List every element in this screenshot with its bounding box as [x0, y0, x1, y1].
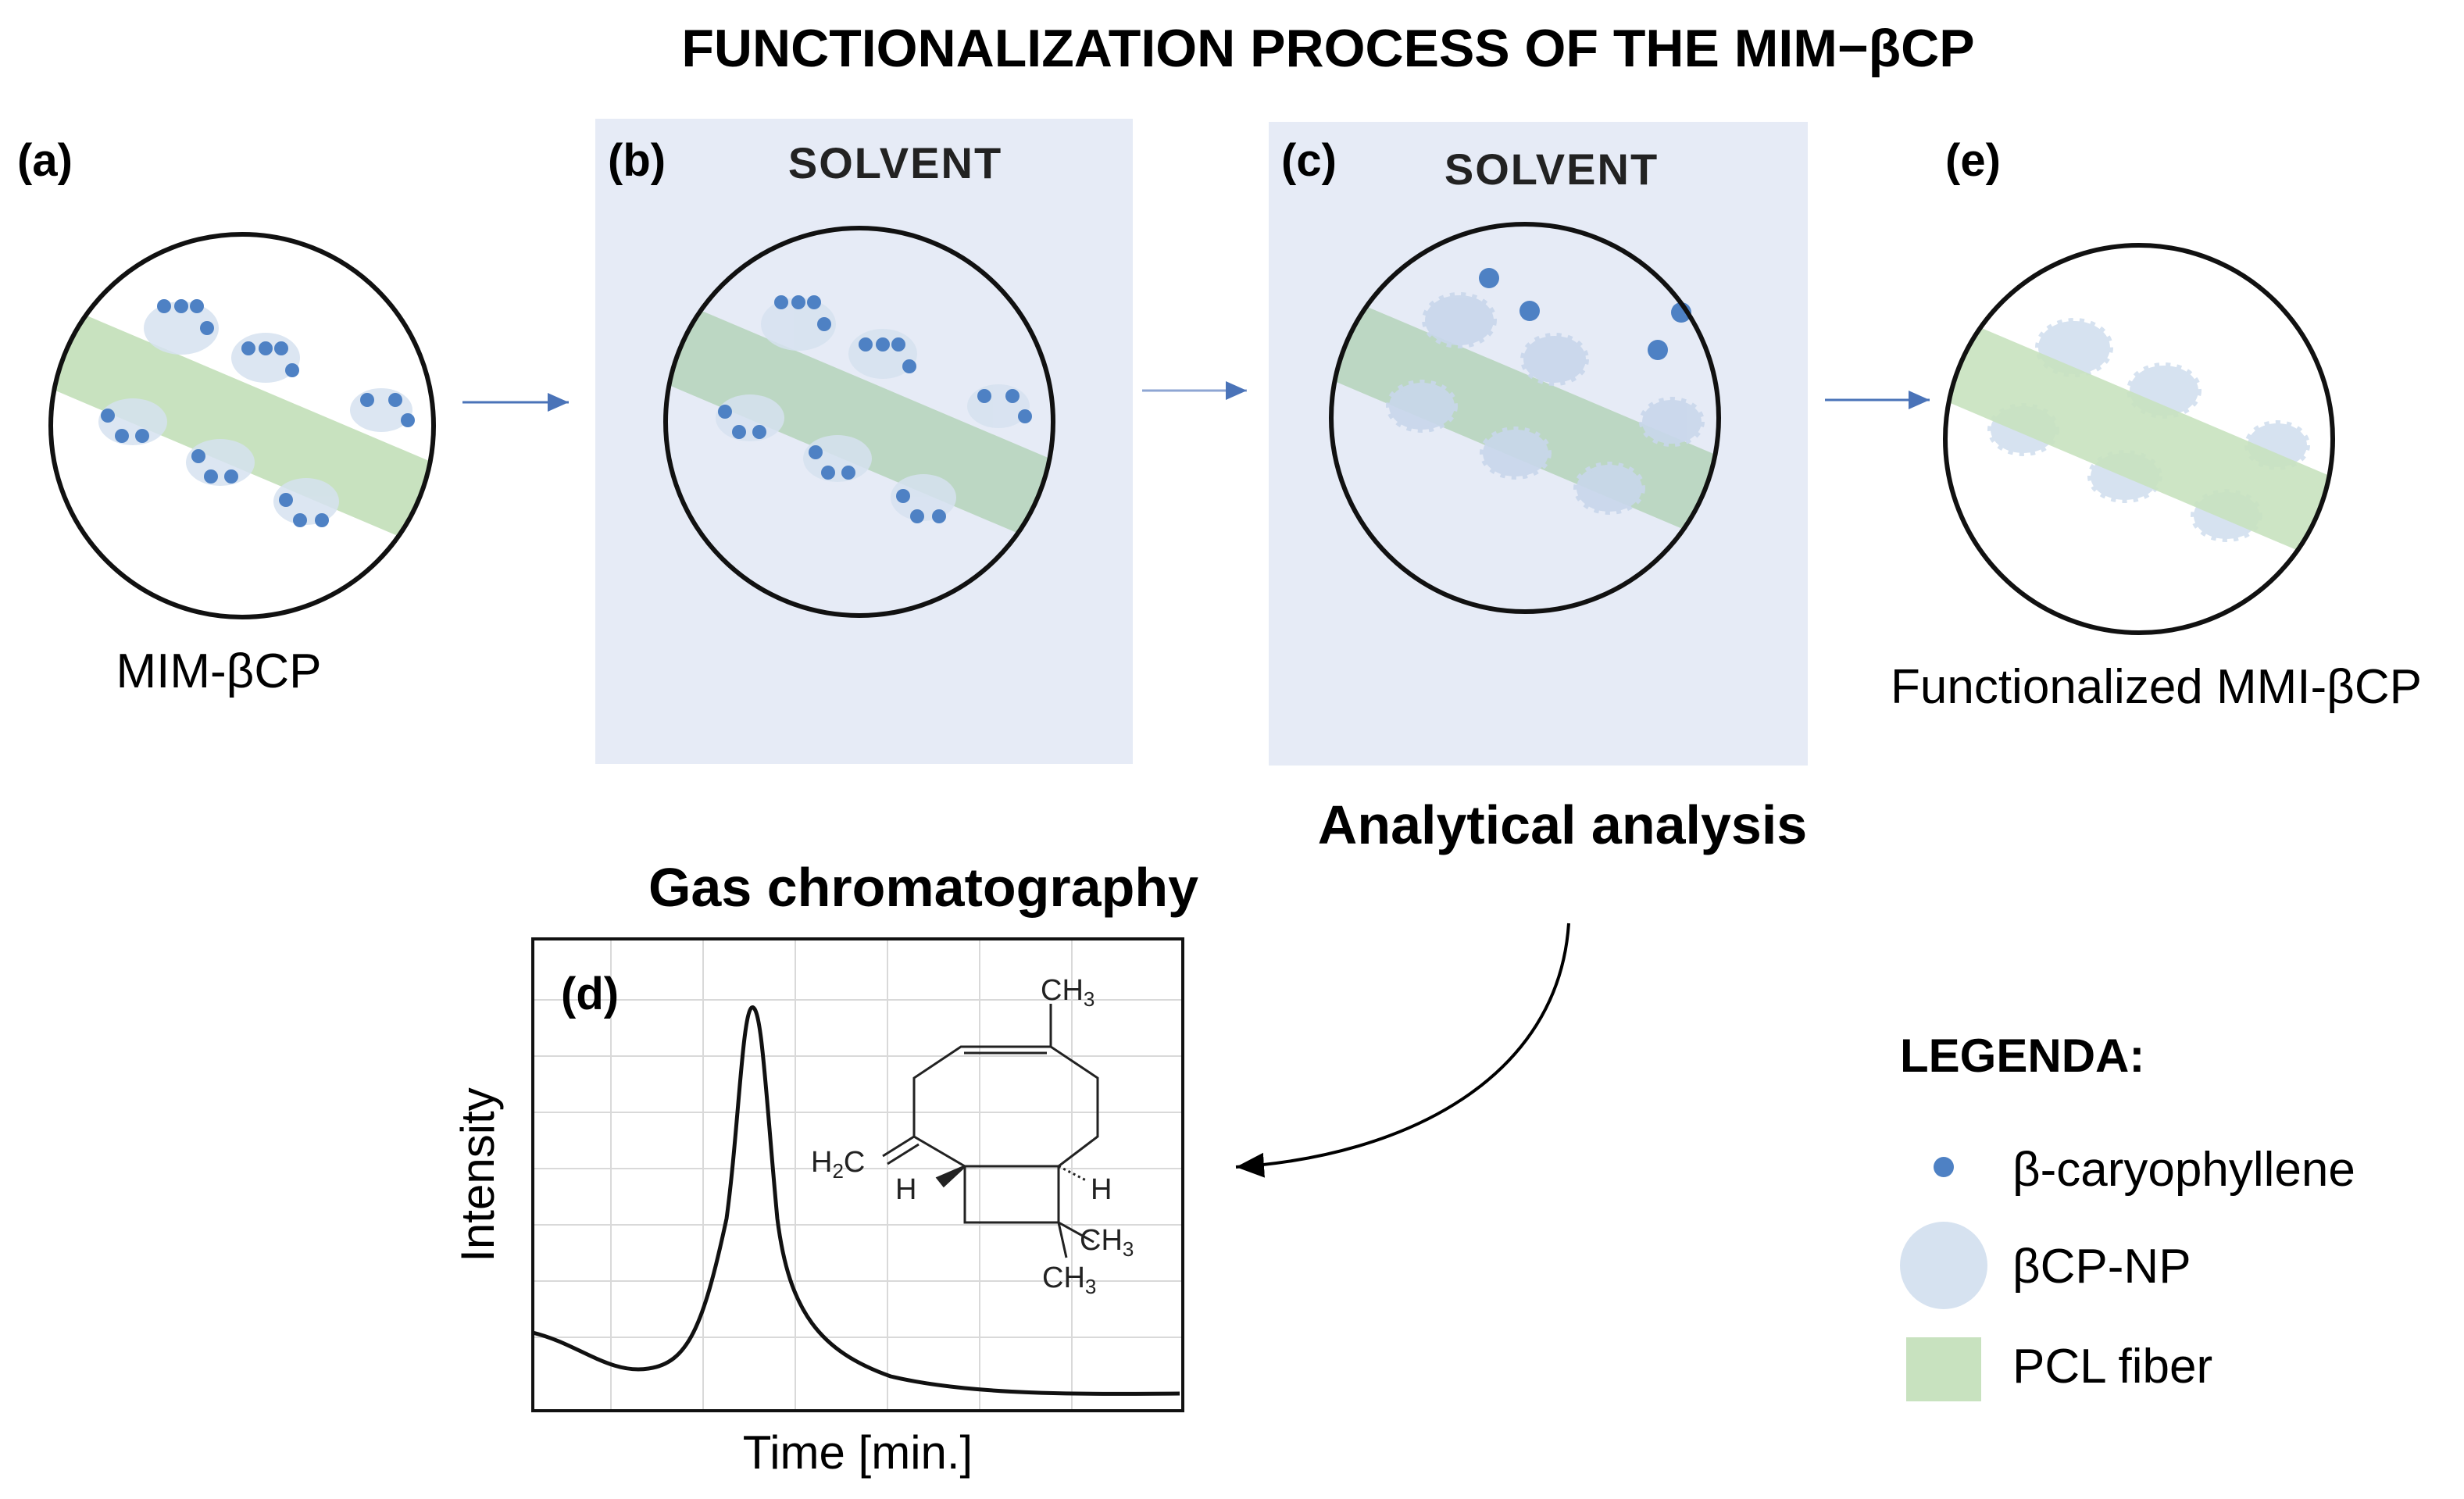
panel-label-a: (a): [17, 135, 73, 186]
panel-e-circle: [1943, 243, 2335, 635]
gc-title: Gas chromatography: [648, 857, 1198, 918]
h-left-label: H: [895, 1173, 916, 1206]
panel-c-circle: [1329, 222, 1721, 614]
panel-label-c: (c): [1281, 135, 1337, 186]
ch3-bottom-label: CH3: [1042, 1262, 1096, 1298]
empty-nanoparticle-cluster: [1386, 292, 1705, 515]
caryophyllene-dots: [101, 299, 415, 527]
diagram-title: FUNCTIONALIZATION PROCESS OF THE MIM−βCP: [681, 19, 1974, 78]
pcl-fiber: [666, 298, 1053, 545]
legend-item-fiber: PCL fiber: [2012, 1340, 2212, 1394]
pcl-fiber: [1945, 316, 2333, 562]
analysis-label: Analytical analysis: [1318, 794, 1807, 855]
caryophyllene-structure-icon: [882, 1004, 1099, 1258]
legend: LEGENDA: β-caryophyllene βCP-NP PCL fibe…: [1900, 1030, 2355, 1401]
solvent-header-c: SOLVENT: [1444, 145, 1659, 194]
nanoparticle-icon: [1900, 1222, 1987, 1309]
ch3-mid-label: CH3: [1080, 1224, 1134, 1261]
dot-icon: [1934, 1157, 1954, 1177]
fiber-swatch-icon: [1906, 1337, 1981, 1401]
legend-title: LEGENDA:: [1900, 1030, 2144, 1082]
analysis-to-gc-arrow: [1235, 923, 1570, 1178]
caption-e: Functionalized MMI-βCP: [1891, 660, 2422, 714]
legend-item-caryophyllene: β-caryophyllene: [2012, 1143, 2355, 1197]
ch3-top-label: CH3: [1041, 974, 1095, 1011]
panel-b-circle: [663, 226, 1055, 618]
solvent-header-b: SOLVENT: [788, 138, 1002, 187]
panel-label-d: (d): [561, 969, 619, 1019]
gc-grid: [533, 939, 1183, 1411]
h2c-label: H2C: [811, 1146, 865, 1183]
legend-item-nanoparticle: βCP-NP: [2012, 1240, 2191, 1294]
caryophyllene-dots: [718, 295, 1032, 523]
h-right-label: H: [1091, 1173, 1112, 1206]
gc-x-axis-label: Time [min.]: [743, 1426, 973, 1479]
panel-label-b: (b): [608, 135, 666, 186]
panel-label-e: (e): [1945, 135, 2001, 186]
chromatogram-trace: [533, 1005, 1180, 1396]
panel-a-circle: [48, 232, 436, 619]
released-caryophyllene-dots: [1479, 268, 1691, 360]
gc-y-axis-label: Intensity: [452, 1087, 504, 1262]
caryophyllene-labels: CH3 H2C H H CH3 CH3: [811, 974, 1134, 1298]
pcl-fiber: [51, 302, 434, 549]
caption-a: MIM-βCP: [116, 644, 322, 698]
